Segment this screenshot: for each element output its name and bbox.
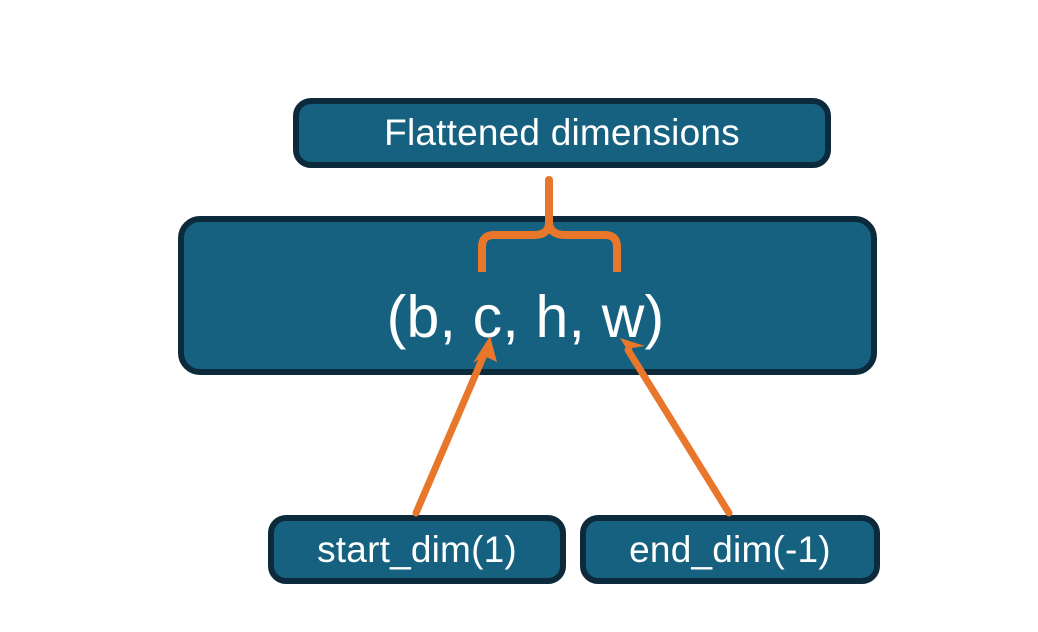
start-dim-label: start_dim(1): [317, 528, 517, 570]
end-dim-arrow-line: [624, 346, 733, 517]
tensor-shape-node[interactable]: (b, c, h, w): [178, 216, 877, 375]
flattened-dimensions-label: Flattened dimensions: [384, 112, 740, 153]
flattened-dimensions-node[interactable]: Flattened dimensions: [293, 98, 831, 168]
start-dim-node[interactable]: start_dim(1): [268, 515, 566, 584]
end-dim-label: end_dim(-1): [629, 528, 831, 570]
end-dim-node[interactable]: end_dim(-1): [580, 515, 880, 584]
start-dim-arrow-line: [412, 344, 491, 517]
tensor-shape-label: (b, c, h, w): [386, 284, 665, 350]
